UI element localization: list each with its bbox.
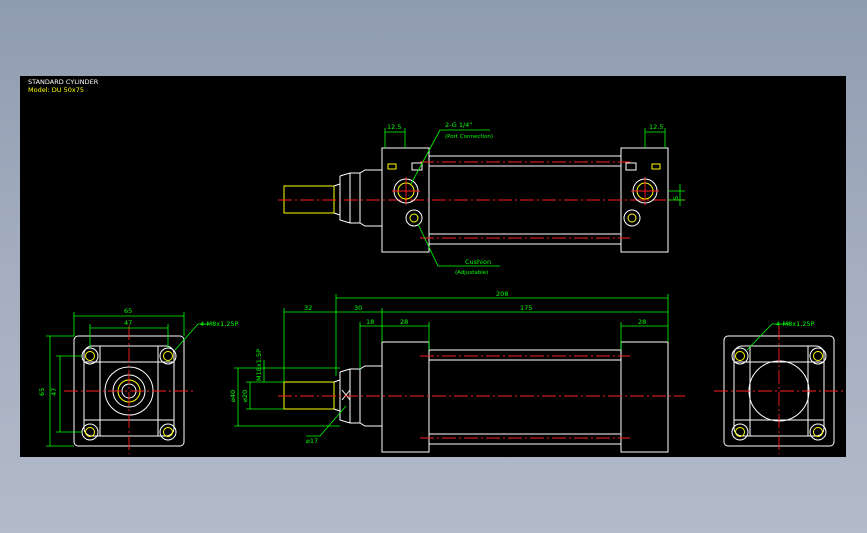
top-dim-side: 5	[672, 196, 680, 200]
left-dim-width-inner: 47	[124, 319, 132, 327]
side-barrel	[428, 349, 622, 445]
drawing-title: STANDARD CYLINDER	[28, 78, 99, 86]
side-dim-cap-left: 28	[400, 318, 408, 326]
top-dim-left: 12.5	[387, 123, 401, 131]
cad-drawing: STANDARD CYLINDER Model: DU 50x75	[28, 78, 844, 454]
side-dim-c: 18	[366, 318, 374, 326]
side-dia-a: ⌀40	[229, 390, 237, 402]
side-dim-total: 208	[496, 290, 508, 298]
cushion-note: (Adjustable)	[455, 270, 488, 276]
model-label: Model: DU 50x75	[28, 86, 84, 94]
side-dim-rod: 32	[304, 304, 312, 312]
side-dim-body: 175	[520, 304, 532, 312]
top-dim-right: 12.5	[649, 123, 663, 131]
left-dim-width-outer: 65	[124, 307, 132, 315]
cad-viewport[interactable]: STANDARD CYLINDER Model: DU 50x75	[20, 76, 846, 457]
right-bolt-label: 4-M8x1.25P	[776, 320, 815, 328]
side-dim-cap-right: 28	[638, 318, 646, 326]
port-note: (Port Connection)	[445, 134, 493, 140]
side-rod	[283, 381, 335, 410]
top-rod	[283, 185, 335, 214]
port-label: 2-G 1/4"	[445, 121, 472, 129]
cushion-label: Cushion	[465, 258, 491, 266]
side-front-cap	[381, 341, 430, 453]
top-view: 12.5 12.5 2-G 1/4" (Port Connection) 5 C…	[278, 121, 685, 276]
left-end-view: 65 47 65 47 4-M8x1.25P	[38, 307, 239, 454]
side-dia-c: ⌀17	[306, 437, 318, 445]
side-view: 208 32 30 175 18 28 28 ⌀40 ⌀20 M18x1.5P …	[229, 290, 685, 453]
left-dim-height-outer: 65	[38, 388, 46, 396]
side-dia-b: ⌀20	[241, 390, 249, 402]
right-end-view: 4-M8x1.25P	[714, 320, 844, 454]
left-bolt-label: 4-M8x1.25P	[200, 320, 239, 328]
thread-label: M18x1.5P	[255, 349, 263, 381]
left-dim-height-inner: 47	[50, 388, 58, 396]
side-dim-b: 30	[354, 304, 362, 312]
side-rear-cap	[620, 341, 669, 453]
